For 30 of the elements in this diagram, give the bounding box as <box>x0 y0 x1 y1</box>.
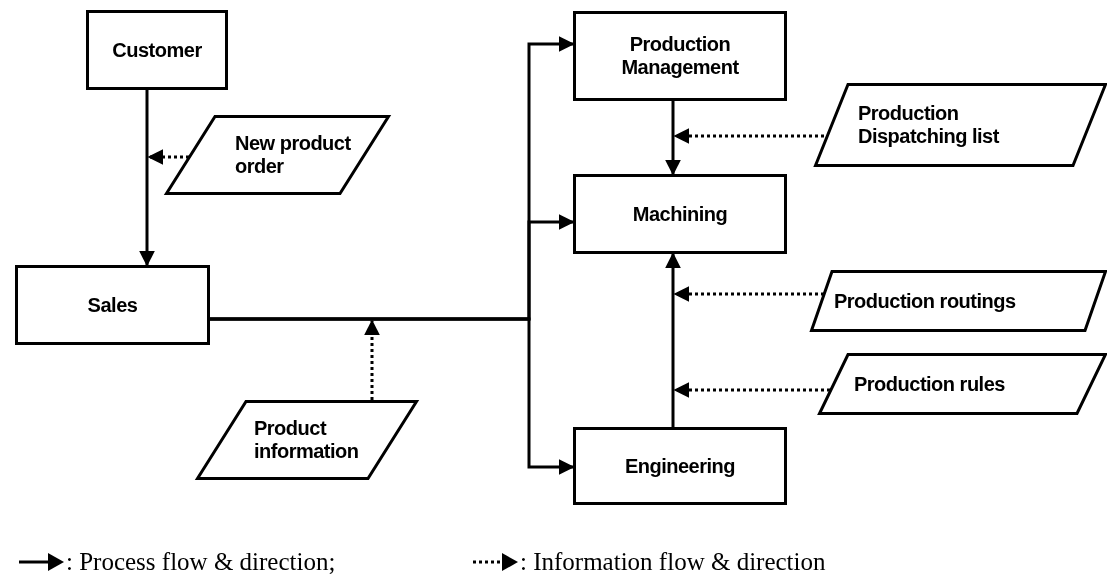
node-label: Production routings <box>834 289 1016 313</box>
legend-label: : Information flow & direction <box>520 548 826 576</box>
information-flow-arrow <box>147 149 189 165</box>
node-label: New product order <box>235 132 352 178</box>
data-parallelogram <box>165 115 390 195</box>
data-parallelogram <box>814 83 1107 167</box>
process-flow-arrow <box>210 317 575 475</box>
node-label: Production Dispatching list <box>858 102 1001 148</box>
node-label: Customer <box>112 38 202 62</box>
node-label: Production Management <box>620 33 740 79</box>
process-flow-arrow <box>665 101 681 176</box>
node-label: Product information <box>254 417 360 463</box>
node-label: Engineering <box>624 454 736 478</box>
process-box <box>573 174 787 254</box>
process-box <box>573 427 787 505</box>
process-box <box>15 265 210 345</box>
node-label: Machining <box>632 202 728 226</box>
information-flow-arrow <box>673 382 830 398</box>
process-flow-arrow <box>665 252 681 427</box>
information-flow-arrow <box>673 286 824 302</box>
process-flow-arrow <box>139 90 155 267</box>
legend-label: : Process flow & direction; <box>66 548 336 576</box>
node-label: Sales <box>87 293 138 317</box>
process-box <box>573 11 787 101</box>
process-box <box>86 10 228 90</box>
data-parallelogram <box>810 270 1107 332</box>
node-label: Production rules <box>854 372 1005 396</box>
data-parallelogram <box>818 353 1107 415</box>
information-flow-arrow <box>364 319 380 400</box>
data-parallelogram <box>196 400 418 480</box>
